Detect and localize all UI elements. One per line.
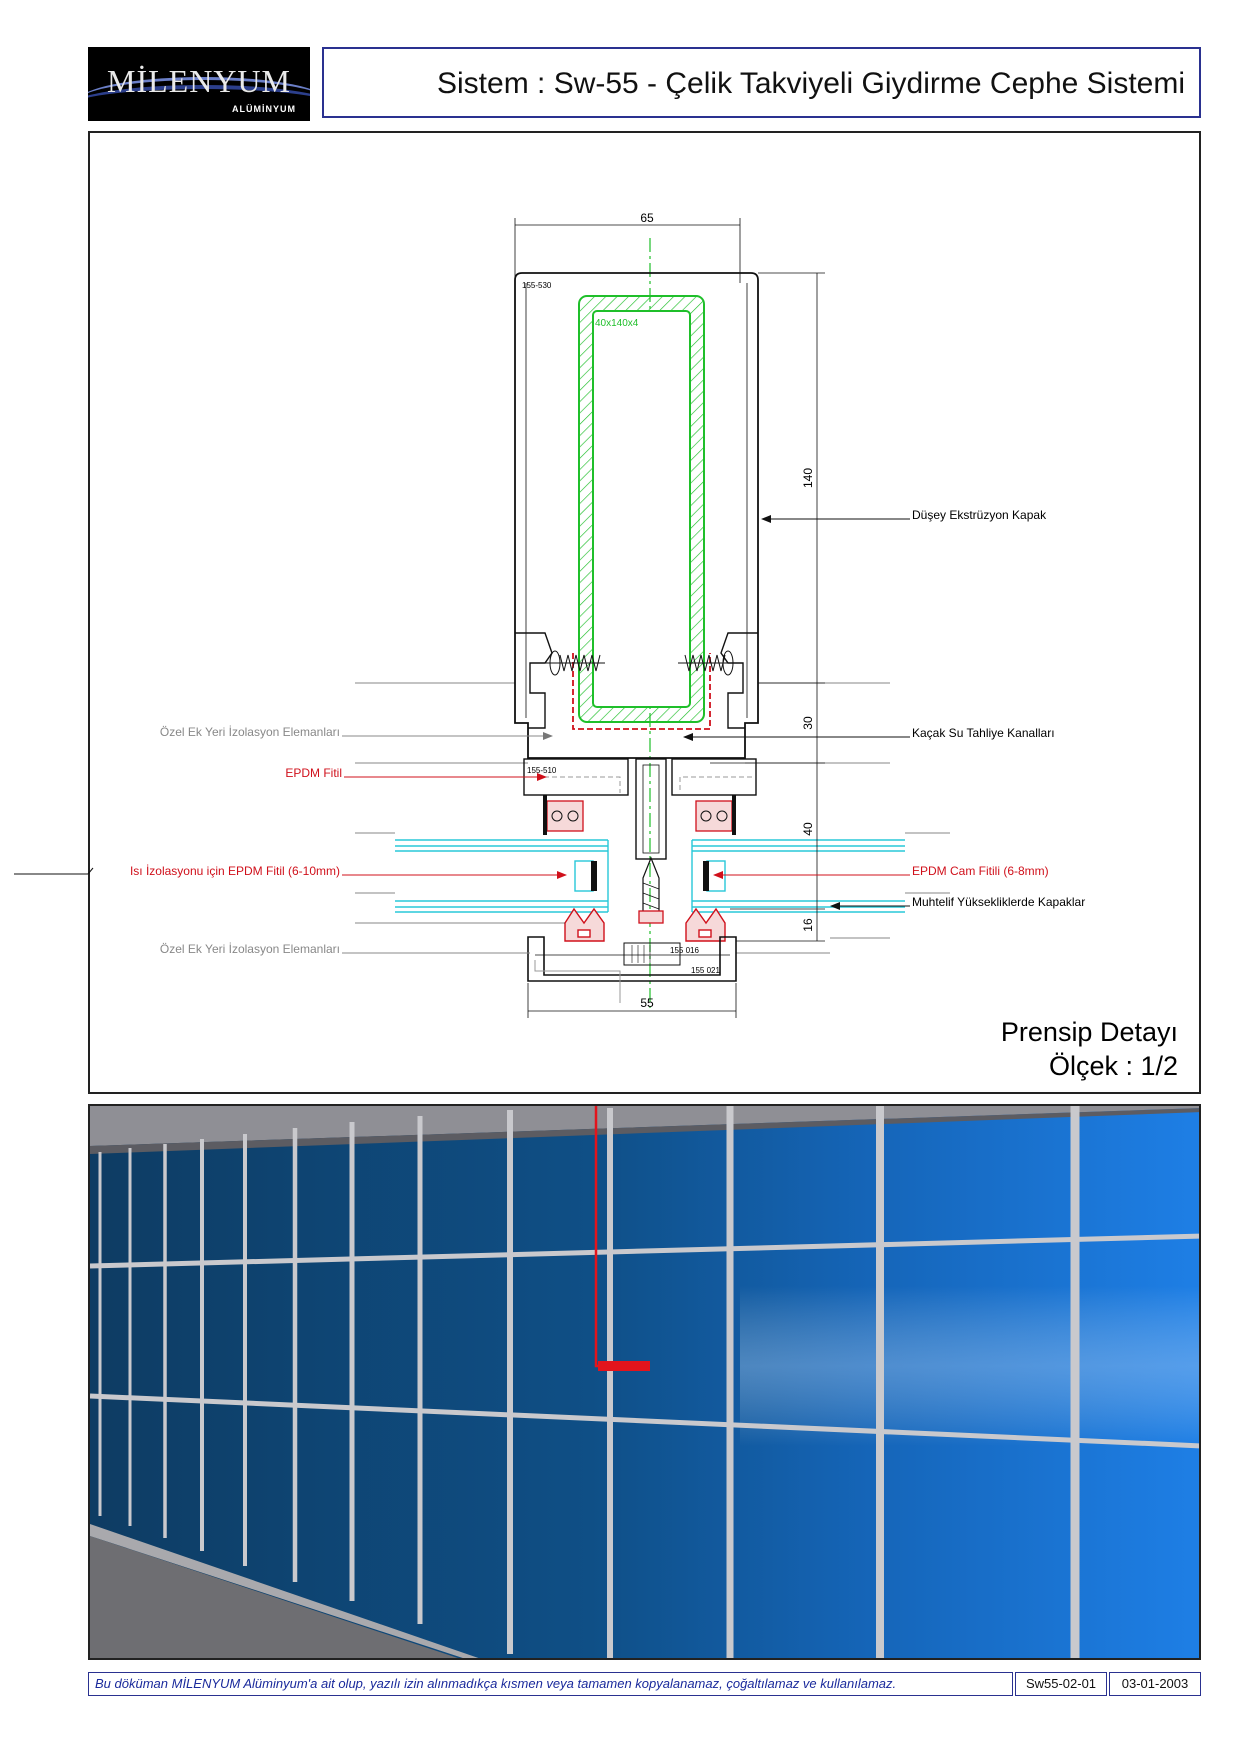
facade-render	[88, 1104, 1201, 1660]
label-water-drainage: Kaçak Su Tahliye Kanalları	[912, 726, 1055, 740]
dim-bottom-width: 55	[640, 996, 654, 1010]
caption-title: Prensip Detayı	[1001, 1017, 1178, 1047]
glass-pane-left	[395, 839, 609, 913]
label-vertical-cap: Düşey Ekstrüzyon Kapak	[912, 508, 1047, 522]
label-isolation-bottom: Özel Ek Yeri İzolasyon Elemanları	[160, 942, 340, 956]
pressure-plate-right	[671, 758, 757, 796]
central-web	[635, 758, 667, 860]
screw-left	[545, 650, 605, 676]
section-drawing: 65 155-530 40x140x4 155-510	[130, 211, 1178, 1081]
dim-height-140: 140	[801, 468, 815, 488]
header-title-box: Sistem : Sw-55 - Çelik Takviyeli Giydirm…	[322, 47, 1201, 118]
mullion-profile	[514, 272, 759, 759]
label-caps: Muhtelif Yüksekliklerde Kapaklar	[912, 895, 1085, 909]
mullion-code: 155-530	[522, 281, 552, 290]
logo-name: MİLENYUM	[107, 63, 291, 99]
cover-cap	[527, 936, 737, 982]
label-thermal-epdm: Isı İzolasyonu için EPDM Fitil (6-10mm)	[130, 864, 340, 878]
thermal-gasket-right	[685, 907, 726, 942]
pressure-plate-code: 155-510	[527, 766, 557, 775]
glass-pane-right	[691, 839, 905, 913]
dim-gap-30: 30	[801, 716, 815, 730]
cap-code-a: 155 016	[670, 946, 699, 955]
page-title: Sistem : Sw-55 - Çelik Takviyeli Giydirm…	[437, 67, 1185, 100]
cap-code-b: 155 021	[691, 966, 720, 975]
company-logo: MİLENYUM ALÜMİNYUM	[88, 47, 310, 121]
logo-sub: ALÜMİNYUM	[232, 104, 296, 114]
dim-glass-40: 40	[801, 822, 815, 836]
central-bolt	[642, 856, 660, 914]
footer-brand: MİLENYUM	[171, 1676, 241, 1691]
steel-code: 40x140x4	[595, 318, 639, 329]
technical-drawing-panel: 65 155-530 40x140x4 155-510	[88, 131, 1201, 1094]
screw-right	[678, 650, 738, 676]
document-code: Sw55-02-01	[1015, 1672, 1107, 1696]
footer-notice: Bu döküman MİLENYUM Alüminyum'a ait olup…	[88, 1672, 1013, 1696]
dim-cap-16: 16	[801, 918, 815, 932]
document-date: 03-01-2003	[1109, 1672, 1201, 1696]
label-epdm-fitil: EPDM Fitil	[285, 766, 342, 780]
label-isolation-top: Özel Ek Yeri İzolasyon Elemanları	[160, 725, 340, 739]
label-epdm-glass: EPDM Cam Fitili (6-8mm)	[912, 864, 1049, 878]
caption-scale: Ölçek : 1/2	[1049, 1051, 1178, 1081]
epdm-gasket-right-top	[695, 800, 733, 832]
thermal-gasket-left	[564, 907, 605, 942]
epdm-gasket-left-top	[546, 800, 584, 832]
dim-top-width: 65	[640, 211, 654, 225]
facade-illustration	[90, 1106, 1199, 1658]
